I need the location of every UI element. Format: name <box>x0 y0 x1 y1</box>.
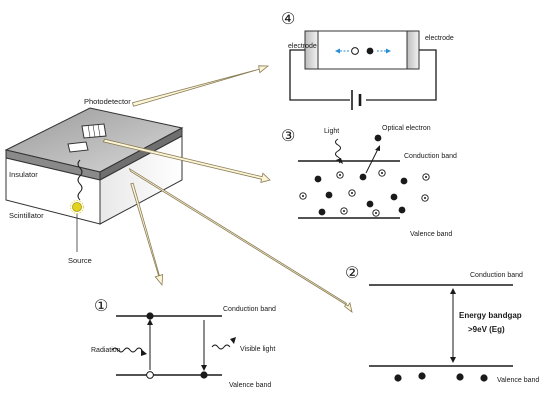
panel4: ④ electrode electrode <box>281 11 454 110</box>
label-source: Source <box>68 256 92 265</box>
panel1-label-visible: Visible light <box>240 346 275 353</box>
panel2-label-conduction: Conduction band <box>470 272 523 279</box>
panel4-circuit <box>289 49 437 101</box>
panel2-number: ② <box>345 265 359 282</box>
scintillator-side <box>99 135 183 225</box>
panel4-crystal <box>315 30 410 70</box>
panel1-radiation-wave <box>111 347 143 353</box>
panel4-label-electrode-right: electrode <box>425 35 454 42</box>
panel4-number: ④ <box>281 11 295 28</box>
source-glow <box>72 202 82 212</box>
label-insulator: Insulator <box>9 170 38 179</box>
panel4-electrode-right <box>406 30 420 70</box>
arrow-to-panel1 <box>130 182 164 287</box>
electron-carrier <box>366 47 374 55</box>
panel1-label-radiation: Radiation <box>91 347 121 354</box>
panel3-label-optical-electron: Optical electron <box>382 125 431 132</box>
panel2-gap-title: Energy bandgap <box>459 311 522 320</box>
arrow-to-panel3 <box>102 138 271 183</box>
panel2-electron <box>480 374 488 382</box>
panel3-label-light: Light <box>324 128 339 135</box>
panel1-label-conduction: Conduction band <box>223 306 276 313</box>
panel2-electron <box>418 372 426 380</box>
arrow-to-panel2 <box>128 167 353 313</box>
panel2-gap-value: >9eV (Eg) <box>468 325 505 334</box>
hole-carrier <box>351 47 359 55</box>
panel3-label-valence: Valence band <box>410 231 452 238</box>
panel2-electron <box>456 373 464 381</box>
panel3: ③ Light Optical electron Conduction band… <box>281 125 457 238</box>
panel3-escape-arrow <box>365 148 379 174</box>
panel3-label-conduction: Conduction band <box>404 153 457 160</box>
panel1-number: ① <box>94 298 108 315</box>
panel1-recombined-electron <box>200 371 208 379</box>
label-photodetector: Photodetector <box>84 97 131 106</box>
panel1-label-valence: Valence band <box>229 382 271 389</box>
panel4-label-electrode-left: electrode <box>288 43 317 50</box>
panel1: ① Conduction band Valence band Radiation… <box>91 298 276 389</box>
photodetector-chip <box>67 123 107 153</box>
panel3-escaped-electron <box>374 134 382 142</box>
pointer-arrows <box>102 65 353 313</box>
arrow-to-panel4 <box>132 65 270 107</box>
scintillator-block: Photodetector Insulator Scintillator Sou… <box>4 97 184 265</box>
panel3-carriers <box>299 169 430 217</box>
panel1-hole <box>146 371 154 379</box>
panel2-label-valence: Valence band <box>497 377 539 384</box>
panel3-number: ③ <box>281 128 295 145</box>
panel2-electron <box>394 374 402 382</box>
radiation-wave <box>77 159 83 201</box>
panel2: ② Conduction band Valence band Energy ba… <box>345 265 539 384</box>
label-scintillator: Scintillator <box>9 211 44 220</box>
panel1-visible-wave <box>211 344 231 350</box>
panel4-electrode-left <box>304 30 319 70</box>
panel1-excited-electron <box>146 312 154 320</box>
